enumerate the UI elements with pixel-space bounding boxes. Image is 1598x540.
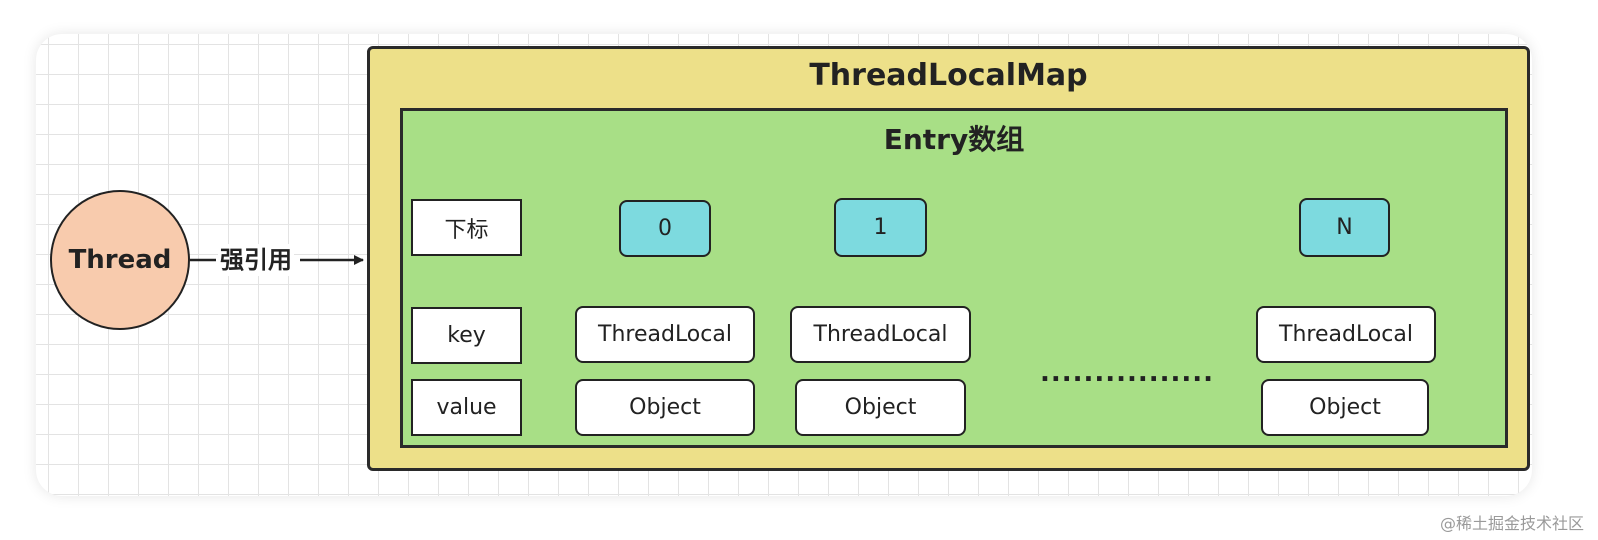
entry-key-n: ThreadLocal [1256,306,1436,363]
row-label-key: key [411,307,522,364]
entry-value-0: Object [575,379,755,436]
ellipsis: ................ [1040,358,1215,388]
row-label-index: 下标 [411,199,522,256]
entry-value-1: Object [795,379,966,436]
entry-index-n: N [1299,198,1390,257]
watermark: @稀土掘金技术社区 [1439,514,1584,533]
entry-array-title: Entry数组 [883,123,1025,156]
threadlocalmap-title: ThreadLocalMap [809,58,1088,93]
entry-index-1: 1 [834,198,927,257]
entry-index-0: 0 [619,200,711,257]
thread-node: Thread [50,190,190,330]
entry-key-0: ThreadLocal [575,306,755,363]
entry-key-1: ThreadLocal [790,306,971,363]
strong-reference-label: 强引用 [218,244,294,276]
entry-value-n: Object [1261,379,1429,436]
row-label-value: value [411,379,522,436]
